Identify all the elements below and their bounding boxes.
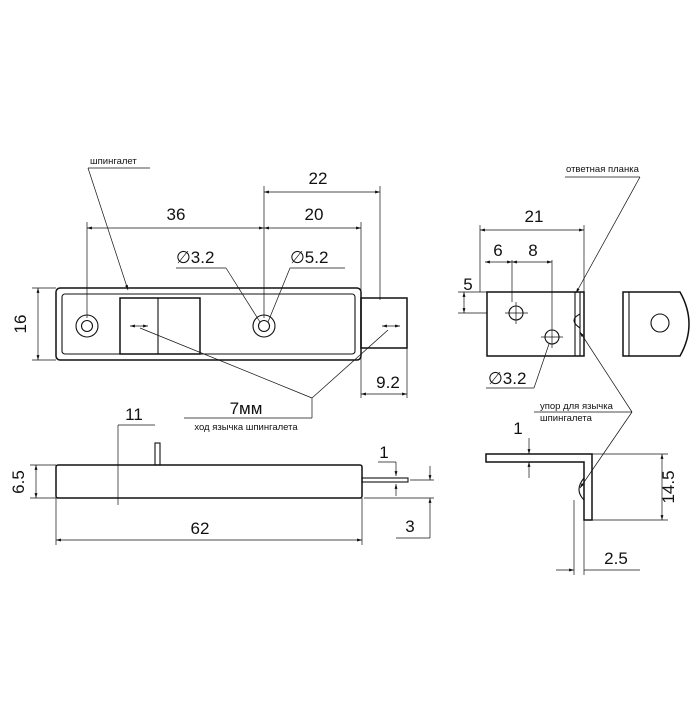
hole-left-outer xyxy=(75,314,99,338)
dim-1-plate: 1 xyxy=(513,419,522,438)
hole-right-inner xyxy=(257,319,271,333)
dim-6: 6 xyxy=(493,241,502,260)
label-stop-line1: упор для язычка xyxy=(540,401,614,412)
label-strike-plate: ответная планка xyxy=(566,164,640,175)
dim-8: 8 xyxy=(528,241,537,260)
dim-36: 36 xyxy=(167,205,186,224)
latch-side-knob xyxy=(154,442,161,466)
dim-5: 5 xyxy=(463,275,472,294)
dim-20: 20 xyxy=(305,205,324,224)
latch-top-view xyxy=(55,287,408,361)
strike-plate-body xyxy=(486,291,585,357)
latch-side-bolt xyxy=(361,477,409,483)
hole-left-inner xyxy=(80,319,94,333)
strike-plate-profile: 1 14.5 2.5 упор для язычка шпингалета xyxy=(485,331,678,575)
dim-16: 16 xyxy=(11,315,30,334)
dim-3: 3 xyxy=(405,517,414,536)
label-stop-line2: шпингалета xyxy=(540,413,593,424)
dim-14-5: 14.5 xyxy=(659,470,678,503)
latch-bolt xyxy=(360,297,408,349)
dim-hole-5-2: ∅5.2 xyxy=(290,248,328,267)
dim-travel: 7мм xyxy=(230,399,263,418)
strike-plate-side-part xyxy=(622,291,690,357)
latch-top-dimensions: 22 36 20 ∅3.2 ∅5.2 16 9.2 7мм ход язычка… xyxy=(11,156,408,433)
bracket-stop xyxy=(578,477,585,501)
latch-body-inner xyxy=(61,293,356,355)
latch-side-body xyxy=(55,464,363,499)
dim-hole-3-2: ∅3.2 xyxy=(176,248,214,267)
travel-caption: ход язычка шпингалета xyxy=(194,422,298,433)
dim-62: 62 xyxy=(191,519,210,538)
dim-21: 21 xyxy=(525,207,544,226)
dim-2-5: 2.5 xyxy=(604,549,628,568)
strike-side-hole xyxy=(650,313,670,333)
latch-knob xyxy=(119,297,201,355)
dim-6-5: 6.5 xyxy=(9,470,28,494)
dim-22: 22 xyxy=(309,169,328,188)
label-latch: шпингалет xyxy=(90,156,137,167)
dim-strike-hole: ∅3.2 xyxy=(488,369,526,388)
dim-9-2: 9.2 xyxy=(376,373,400,392)
hole-right-outer xyxy=(252,314,276,338)
strike-plate-front-view xyxy=(486,291,585,357)
strike-side-outline xyxy=(622,291,690,357)
dim-11: 11 xyxy=(125,405,143,424)
latch-body-outer xyxy=(55,287,362,361)
strike-plate-front-dimensions: 21 6 8 5 ∅3.2 ответная планка xyxy=(458,164,641,389)
strike-plate-stop xyxy=(573,313,581,329)
latch-side-view: 11 6.5 62 1 3 xyxy=(9,405,434,545)
dim-1-bolt: 1 xyxy=(379,443,388,462)
bracket-outline xyxy=(485,453,593,521)
